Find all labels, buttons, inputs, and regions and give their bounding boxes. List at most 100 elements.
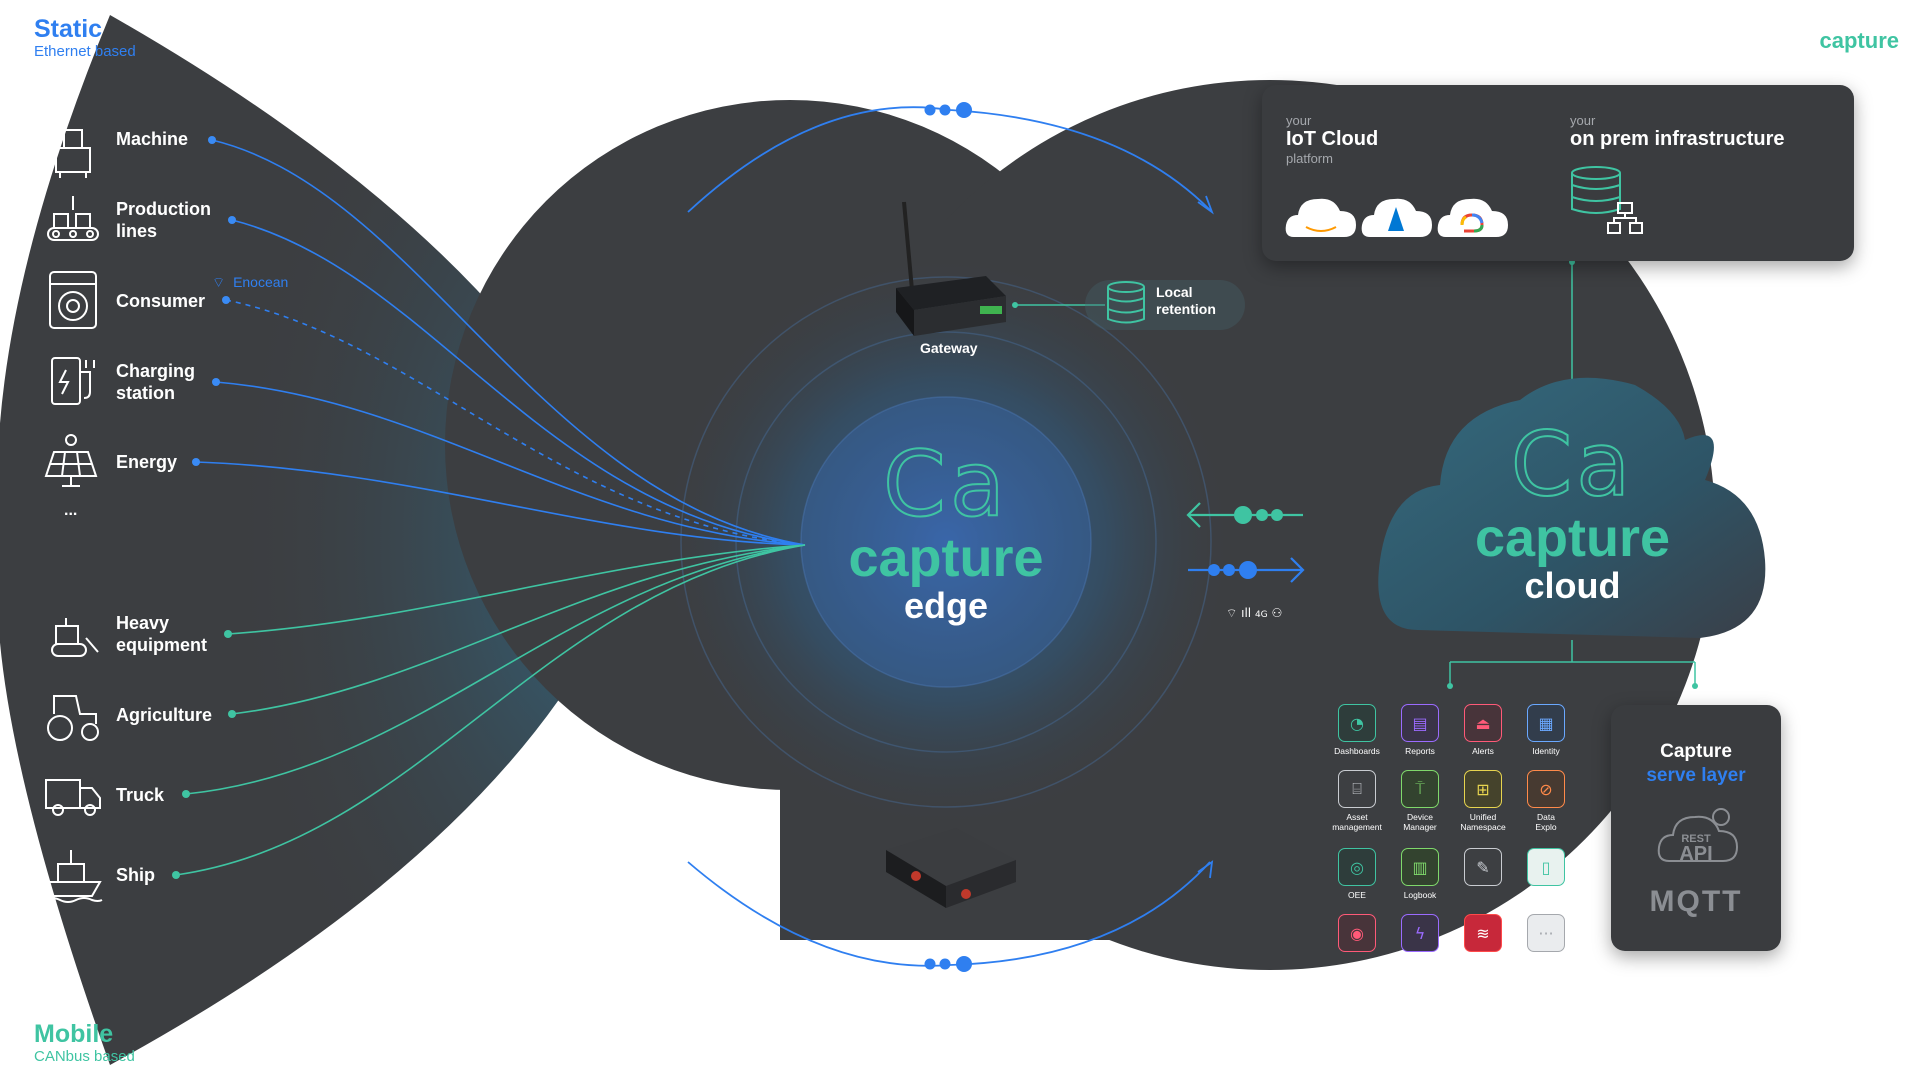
gateway-label: Gateway	[920, 340, 978, 356]
rest-api-icon	[1657, 808, 1739, 862]
capture-edge-logo: Ca capture edge	[776, 432, 1116, 626]
namespace-icon: ⊞	[1464, 770, 1502, 808]
app-label: Dashboards	[1334, 746, 1380, 756]
washing-machine-icon	[49, 271, 97, 329]
app-dashboards[interactable]: ◔ Dashboards	[1326, 704, 1388, 756]
cloud-providers	[1285, 198, 1508, 237]
uplink-arrow	[1186, 502, 1303, 528]
rack-icon: ≋	[1464, 914, 1502, 952]
downlink-arrow	[1188, 557, 1305, 583]
app-reports[interactable]: ▤ Reports	[1389, 704, 1451, 756]
cellular-4g-label: 4G	[1254, 610, 1268, 620]
ship-icon	[43, 850, 103, 903]
line-charging	[215, 381, 806, 546]
bolt-icon: ϟ	[1401, 914, 1439, 952]
app-label: OEE	[1348, 890, 1366, 900]
iot-cloud-panel: your IoT Cloud platform your on p	[1262, 85, 1854, 261]
device-label-consumer: Consumer	[116, 291, 206, 311]
device-label-machine: Machine	[116, 129, 189, 149]
app-integration[interactable]: ≋	[1452, 914, 1514, 952]
dashboard-icon: ◔	[1338, 704, 1376, 742]
device-label-agriculture: Agriculture	[116, 705, 213, 725]
serve-subtitle: serve layer	[1646, 765, 1746, 786]
app-identity[interactable]: ▦ Identity	[1515, 704, 1577, 756]
brand-logo: capture	[1819, 28, 1899, 53]
alert-icon: ⏏	[1464, 704, 1502, 742]
app-vision[interactable]: ◉	[1326, 914, 1388, 952]
on-prem-server-icon	[1571, 166, 1643, 234]
app-asset-management[interactable]: ⌸ Asset management	[1326, 770, 1388, 832]
device-label-charging-station: Charging station	[116, 361, 195, 403]
rest-label: REST	[1681, 833, 1711, 845]
device-label-truck: Truck	[116, 785, 165, 805]
capture-cloud-logo: Ca capture cloud	[1420, 419, 1725, 606]
device-label-energy: Energy	[116, 452, 178, 472]
app-label: Logbook	[1403, 890, 1437, 900]
identity-icon: ▦	[1527, 704, 1565, 742]
app-label: Reports	[1405, 746, 1435, 756]
solar-panel-icon	[44, 434, 98, 487]
cellular-icon: ıll	[1241, 606, 1252, 620]
app-documents[interactable]: ▯	[1515, 848, 1577, 886]
tractor-icon	[47, 695, 99, 741]
conveyor-icon	[47, 196, 99, 241]
edge-name: capture	[848, 528, 1044, 588]
app-label: Unified Namespace	[1460, 812, 1506, 832]
wifi-icon: ⌔	[1226, 606, 1238, 620]
app-more[interactable]: ···	[1515, 914, 1577, 952]
cloud-name: capture	[1474, 508, 1671, 568]
device-label-heavy-equipment: Heavy equipment	[116, 613, 208, 655]
gateway-device-icon	[896, 201, 1006, 336]
logbook-icon: ▥	[1401, 848, 1439, 886]
mobile-group-label: Mobile CANbus based	[34, 1020, 135, 1066]
enocean-label: Enocean	[233, 274, 289, 290]
network-icon: ⚇	[1271, 606, 1283, 620]
app-maintenance[interactable]: ✎	[1452, 848, 1514, 886]
app-logbook[interactable]: ▥ Logbook	[1389, 848, 1451, 900]
top-arc	[687, 106, 1211, 213]
eye-icon: ◉	[1338, 914, 1376, 952]
app-energy[interactable]: ϟ	[1389, 914, 1451, 952]
iot-platform-label: platform	[1286, 151, 1333, 166]
more-devices-ellipsis: ...	[64, 502, 78, 519]
serve-title: Capture	[1660, 741, 1732, 762]
app-data-explorer[interactable]: ⊘ Data Explo	[1515, 770, 1577, 832]
iot-your-label: your	[1286, 113, 1312, 128]
database-icon	[1107, 281, 1145, 324]
iot-cloud-title: IoT Cloud	[1286, 128, 1379, 150]
report-icon: ▤	[1401, 704, 1439, 742]
app-label: Alerts	[1472, 746, 1494, 756]
mobile-subtitle: CANbus based	[34, 1048, 135, 1065]
app-device-manager[interactable]: ⍑ Device Manager	[1389, 770, 1451, 832]
asset-icon: ⌸	[1338, 770, 1376, 808]
more-icon: ···	[1527, 914, 1565, 952]
aws-icon	[1285, 198, 1356, 237]
mobile-title: Mobile	[34, 1020, 114, 1048]
edge-sub: edge	[903, 585, 989, 626]
line-machine	[211, 139, 806, 546]
mqtt-logo: MQTT	[1649, 885, 1743, 918]
static-group-label: Static Ethernet based	[34, 15, 136, 61]
line-production	[231, 219, 806, 546]
app-label: Asset management	[1332, 812, 1382, 832]
app-alerts[interactable]: ⏏ Alerts	[1452, 704, 1514, 756]
compass-icon: ⊘	[1527, 770, 1565, 808]
doc-icon: ▯	[1527, 848, 1565, 886]
line-agri	[231, 544, 806, 715]
app-unified-namespace[interactable]: ⊞ Unified Namespace	[1452, 770, 1514, 832]
bulldozer-icon	[51, 618, 99, 657]
can-logger-device-icon	[886, 828, 1016, 908]
cloud-shape	[1378, 377, 1766, 638]
device-label-ship: Ship	[116, 865, 155, 885]
line-ship	[175, 544, 806, 876]
edge-symbol: Ca	[882, 432, 1009, 537]
app-label: Identity	[1532, 746, 1560, 756]
local-retention-bubble	[1085, 280, 1245, 330]
antenna-icon: ⍑	[1401, 770, 1439, 808]
enocean-badge: ⌔ Enocean	[212, 274, 288, 292]
local-retention-label: Local retention	[1156, 284, 1216, 317]
serve-layer-panel: Capture serve layer REST API MQTT	[1611, 705, 1781, 951]
app-oee[interactable]: ◎ OEE	[1326, 848, 1388, 900]
